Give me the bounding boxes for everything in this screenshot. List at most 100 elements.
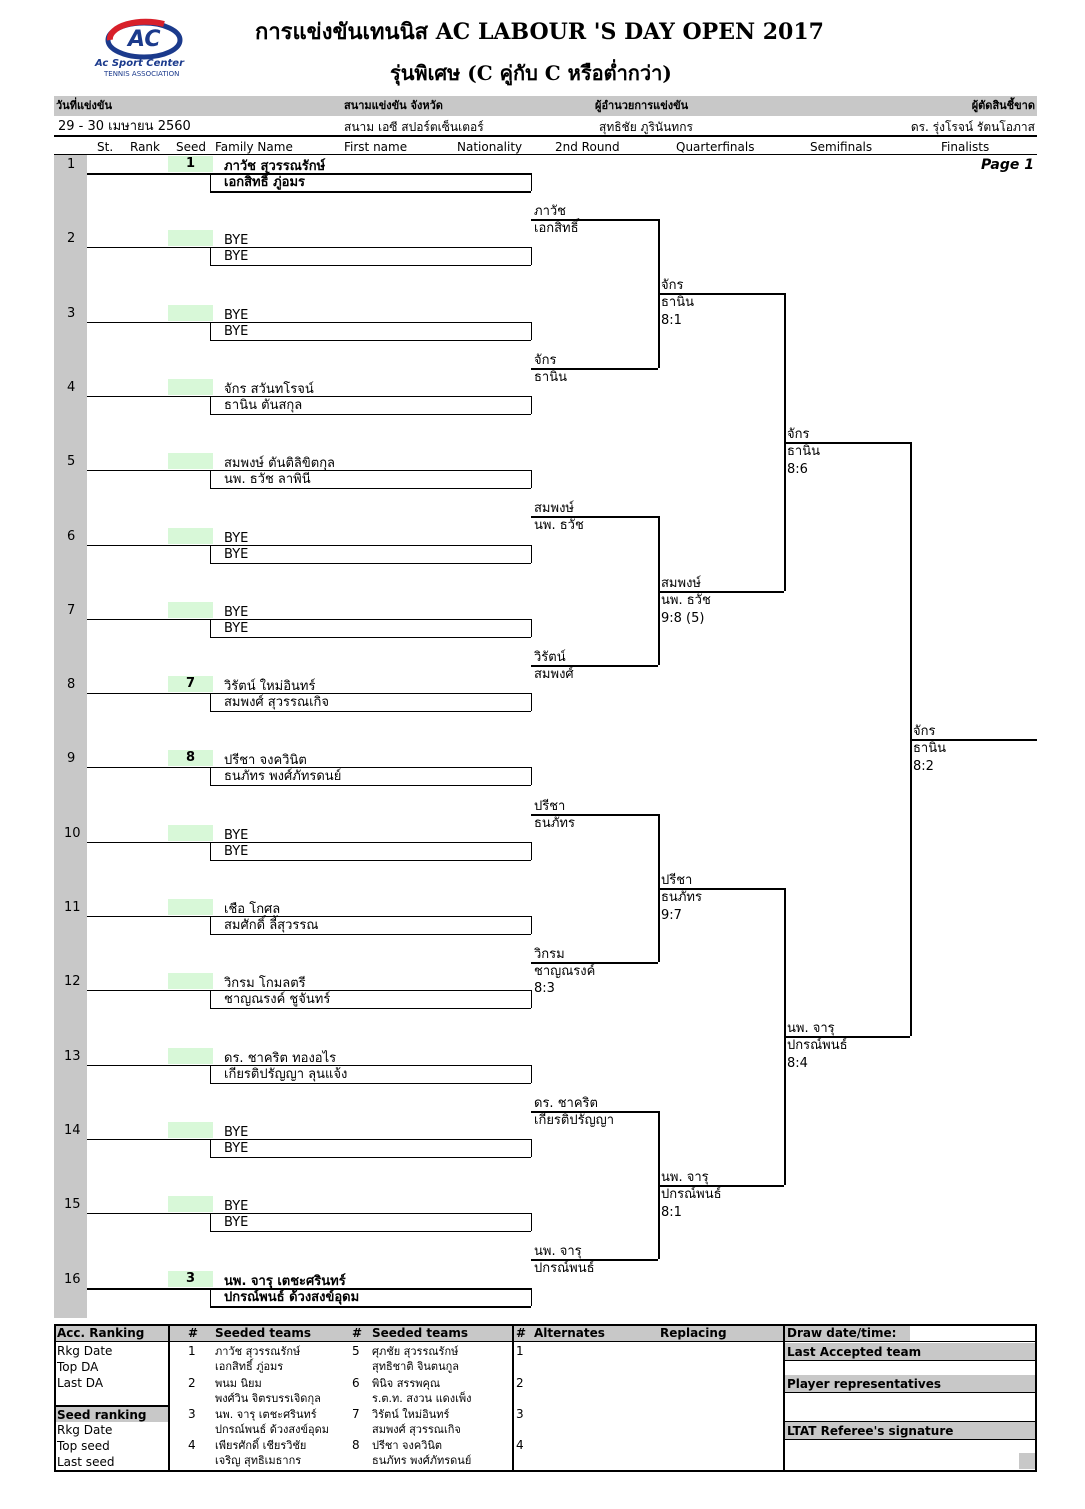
round2-slot <box>531 1110 658 1113</box>
quarter-winner: ปรีชา <box>661 872 693 888</box>
player-name: วิกรม โกมลตรี <box>224 976 306 992</box>
seed-number: 7 <box>352 1407 360 1421</box>
quarter-slot <box>658 590 784 593</box>
footer-right-border <box>1035 1324 1037 1471</box>
final-score: 8:2 <box>913 759 934 775</box>
player-reps-band <box>785 1375 1037 1392</box>
alternate-number: 4 <box>516 1438 524 1452</box>
seed-team-partner: เจริญ สุทธิเมธากร <box>215 1454 302 1467</box>
team-connector <box>531 395 532 414</box>
footer-header-border <box>54 1341 1037 1342</box>
seed-cell: 1 <box>168 156 213 172</box>
alternate-number: 1 <box>516 1344 524 1358</box>
logo-sub2: TENNIS ASSOCIATION <box>104 70 180 78</box>
round2-slot <box>531 813 658 816</box>
seed-cell <box>168 378 213 395</box>
footer-divider-2 <box>512 1324 514 1471</box>
player-name: สมพงษ์ ตันติลิขิตกุล <box>224 456 336 472</box>
seed-team-player: ศุภชัย สุวรรณรักษ์ <box>372 1345 459 1358</box>
round2-line <box>531 627 532 629</box>
round2-line <box>531 1073 532 1075</box>
draw-position-number: 12 <box>64 974 81 990</box>
partner-tick <box>210 768 211 786</box>
seed-number: 4 <box>188 1438 196 1452</box>
partner-tick <box>210 396 211 414</box>
partner-line <box>210 488 531 490</box>
footer-left-border <box>54 1324 56 1471</box>
partner-name: ปกรณ์พนธ์ ด้วงสงข์อุดม <box>224 1289 360 1305</box>
draw-position-number: 14 <box>64 1122 81 1138</box>
date-label: วันที่แข่งขัน <box>56 99 112 112</box>
seed-cell: 3 <box>168 1270 213 1287</box>
referee-label: ผู้ตัดสินชี้ขาด <box>971 99 1035 112</box>
team-connector <box>531 990 532 1009</box>
acc-ranking-label: Acc. Ranking <box>57 1326 145 1340</box>
semi-slot <box>784 1036 910 1039</box>
seed-team-partner: ปกรณ์พนธ์ ด้วงสงข์อุดม <box>215 1423 330 1436</box>
player-name: BYE <box>224 1199 249 1215</box>
col-st: St. <box>97 140 114 154</box>
player-line <box>87 395 531 397</box>
quarter-partner: ธนภัทร <box>661 889 702 905</box>
seed-number: 1 <box>188 1344 196 1358</box>
seed-team-player: พินิจ สรรพคุณ <box>372 1377 441 1390</box>
partner-line <box>210 1082 531 1084</box>
player-line <box>87 1287 531 1290</box>
champion-name: จักร <box>913 724 936 740</box>
seed-number: 2 <box>188 1376 196 1390</box>
draw-position-number: 6 <box>67 528 76 544</box>
partner-name: ชาญณรงค์ ชูจันทร์ <box>224 992 331 1008</box>
logo-text: AC <box>128 27 161 52</box>
partner-line <box>210 711 531 713</box>
seed-team-partner: สุทธิชาติ จินตนกูล <box>372 1360 459 1373</box>
col-finalists: Finalists <box>941 140 990 154</box>
logo: AC Ac Sport Center TENNIS ASSOCIATION <box>92 18 202 80</box>
seed-cell <box>168 230 213 247</box>
footer-divider-1 <box>168 1324 170 1471</box>
partner-name: BYE <box>224 620 249 636</box>
partner-tick <box>210 1214 211 1232</box>
seed-team-player: พนม นิยม <box>215 1377 262 1390</box>
ac-logo-icon <box>105 18 183 60</box>
last-accepted-band <box>785 1343 1037 1360</box>
quarter-winner: นพ. จารุ <box>661 1170 709 1186</box>
director-label: ผู้อำนวยการแข่งขัน <box>595 99 689 112</box>
partner-name: BYE <box>224 546 249 562</box>
seed-cell: 8 <box>168 750 213 767</box>
seed-ranking-band <box>54 1406 168 1422</box>
round2-partner: เกียรติปรัญญา <box>534 1112 615 1128</box>
partner-tick <box>210 917 211 934</box>
footer-header-band <box>54 1324 785 1341</box>
seed-team-player: เพียรศักดิ์ เชียรวิชัย <box>215 1439 307 1452</box>
seed-team-partner: เอกสิทธิ์ ภู่อมร <box>215 1360 284 1373</box>
seed-cell <box>168 1047 213 1064</box>
partner-name: BYE <box>224 249 249 265</box>
referee-value: ดร. รุ่งโรจน์ รัตนโอภาส <box>910 120 1035 134</box>
seed-team-partner: ร.ต.ท. สงวน แดงเพ็ง <box>372 1392 472 1405</box>
round2-line <box>531 776 532 778</box>
info-divider <box>54 135 1037 137</box>
partner-line <box>210 636 531 638</box>
seed-cell <box>168 453 213 470</box>
seed-ranking-label: Seed ranking <box>57 1408 147 1422</box>
player-name: BYE <box>224 827 249 843</box>
partner-line <box>210 413 531 415</box>
partner-tick <box>210 694 211 712</box>
seeded-teams-right: Seeded teams <box>372 1326 469 1340</box>
partner-line <box>210 339 531 341</box>
seed-cell: 7 <box>168 676 213 693</box>
draw-position-number: 16 <box>64 1271 81 1287</box>
left-label: Last DA <box>57 1376 104 1390</box>
semi-partner: ธานิน <box>787 444 821 460</box>
alternate-number: 3 <box>516 1407 524 1421</box>
seed-team-player: ปรีชา จงควินิต <box>372 1439 443 1452</box>
round2-partner: เอกสิทธิ์ <box>534 221 579 237</box>
partner-tick <box>210 1288 211 1306</box>
round2-line <box>531 1222 532 1224</box>
round2-winner: วิกรม <box>534 947 565 963</box>
round2-slot <box>531 219 658 222</box>
replacing-label: Replacing <box>660 1326 727 1340</box>
partner-line <box>210 191 531 193</box>
semi-score: 8:4 <box>787 1056 808 1072</box>
partner-line <box>210 859 531 861</box>
